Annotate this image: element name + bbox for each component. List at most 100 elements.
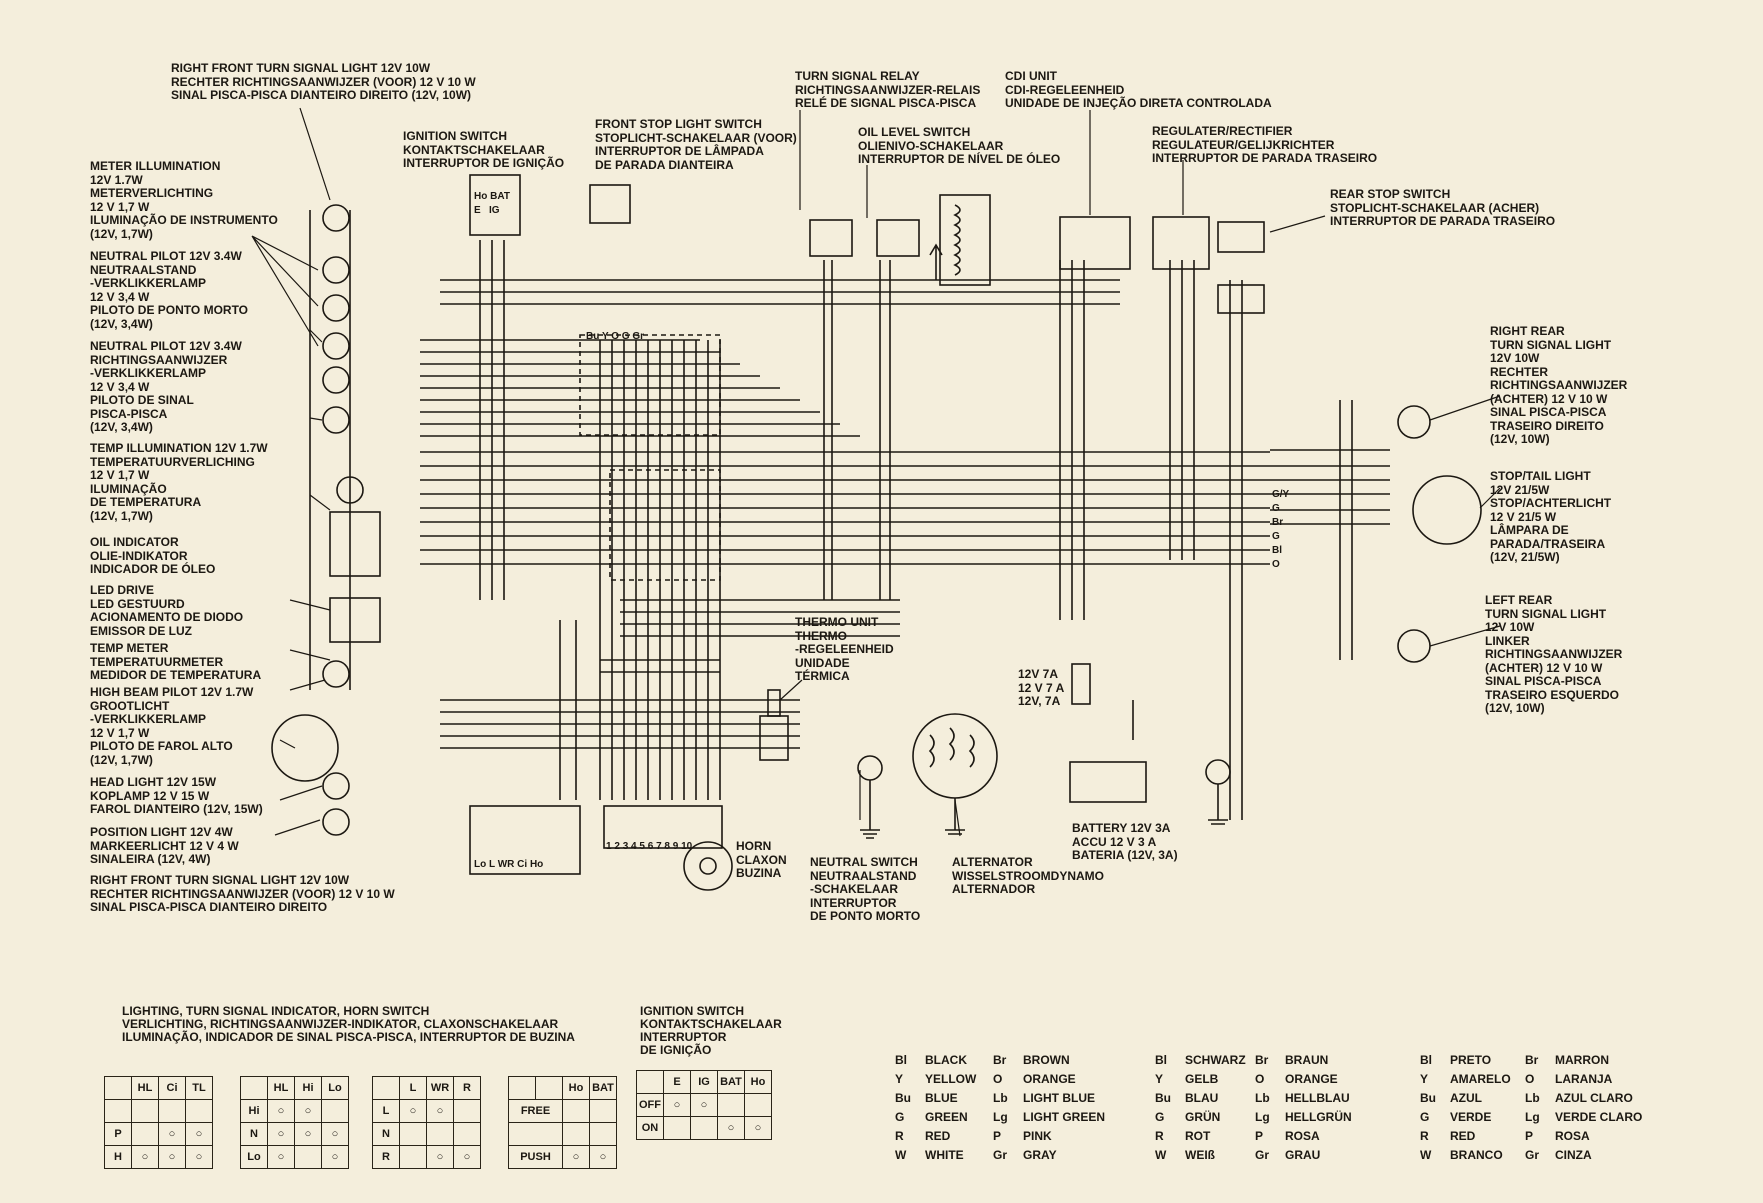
contact-dot: ○ — [453, 1145, 481, 1169]
neutral-switch-ground — [860, 780, 880, 839]
temp-meter-bulb — [322, 660, 350, 688]
contact-dot: ○ — [294, 1099, 322, 1123]
turn-pilot-bulb — [322, 332, 350, 360]
headlight-bulb — [271, 714, 339, 782]
oil-level-arrow-up — [929, 243, 943, 280]
contact-dot: ○ — [267, 1099, 295, 1123]
oil-level-coil — [939, 194, 991, 286]
contact-dot: ○ — [158, 1122, 186, 1146]
alternator-stator — [912, 713, 998, 799]
horn-symbol — [683, 841, 733, 891]
turn-pilot-bulb — [322, 366, 350, 394]
rear-stop-switch-box — [1217, 221, 1265, 253]
rear-connector-rail — [1270, 449, 1390, 525]
led-drive-box — [329, 597, 381, 643]
bottom-block-codes: Lo L WR Ci Ho — [474, 859, 544, 870]
ignition-switch-box — [469, 174, 521, 236]
oil-level-switch-box — [876, 219, 920, 257]
temp-illumination-bulb — [322, 406, 350, 434]
contact-dot: ○ — [426, 1099, 454, 1123]
horn-center — [699, 857, 717, 875]
lighting-switch-title: LIGHTING, TURN SIGNAL INDICATOR, HORN SW… — [122, 1004, 575, 1044]
left-rear-turn-bulb — [1397, 629, 1431, 663]
ignition-top-codes: Ho BAT E IG — [474, 191, 510, 216]
fuse-box — [1071, 663, 1091, 705]
contact-dot: ○ — [589, 1145, 617, 1169]
rear-ground — [1208, 784, 1228, 825]
contact-dot: ○ — [294, 1122, 322, 1146]
contact-dot: ○ — [663, 1093, 691, 1117]
dashed-junction-top — [579, 334, 721, 436]
contact-dot: ○ — [158, 1145, 186, 1169]
numbered-connector-codes: 1 2 3 4 5 6 7 8 9 10 — [606, 841, 693, 852]
contact-dot: ○ — [185, 1145, 213, 1169]
battery-box — [1069, 761, 1147, 803]
left-bus — [309, 210, 351, 690]
contact-dot: ○ — [267, 1122, 295, 1146]
regulator-box — [1152, 216, 1210, 270]
meter-illumination-bulb — [322, 204, 350, 232]
neutral-switch-symbol — [857, 755, 883, 781]
thermo-unit-connector — [767, 689, 781, 717]
turn-relay-box — [809, 219, 853, 257]
neutral-pilot-bulb — [322, 294, 350, 322]
oil-level-spring — [953, 204, 961, 276]
front-stop-switch-box — [589, 184, 631, 224]
dashed-junction-left — [609, 469, 721, 581]
contact-dot: ○ — [185, 1122, 213, 1146]
stop-tail-bulb — [1412, 475, 1482, 545]
cdi-unit-box — [1059, 216, 1131, 270]
contact-dot: ○ — [399, 1099, 427, 1123]
contact-dot: ○ — [267, 1145, 295, 1169]
position-light-bulb — [322, 772, 350, 800]
leader-lines — [251, 107, 1501, 837]
contact-dot: ○ — [717, 1116, 745, 1140]
oil-indicator-bulb — [336, 476, 364, 504]
right-rear-turn-bulb — [1397, 405, 1431, 439]
oil-indicator-box — [329, 511, 381, 577]
rear-stop-connector — [1217, 284, 1265, 314]
contact-dot: ○ — [321, 1122, 349, 1146]
alternator-coils — [928, 727, 975, 768]
contact-dot: ○ — [426, 1145, 454, 1169]
contact-dot: ○ — [690, 1093, 718, 1117]
contact-dot: ○ — [131, 1145, 159, 1169]
